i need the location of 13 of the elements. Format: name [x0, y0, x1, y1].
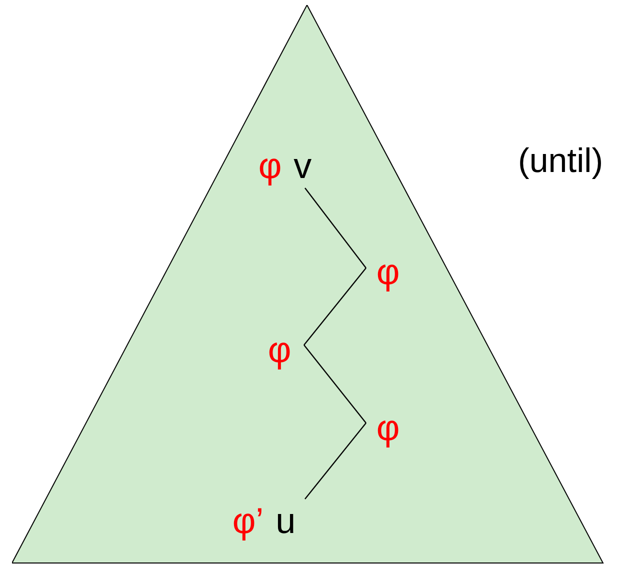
- annotation-text: (until): [518, 142, 604, 181]
- triangle-shape: [12, 5, 604, 564]
- connector-line: [304, 268, 366, 346]
- connector-line: [304, 422, 366, 500]
- connector-line: [304, 188, 366, 268]
- vertex-label: u: [276, 503, 296, 539]
- formula-symbol: φ: [258, 148, 282, 184]
- vertex-label: v: [294, 148, 312, 184]
- formula-symbol: φ: [268, 332, 292, 368]
- connector-line: [304, 344, 366, 424]
- formula-symbol: φ: [376, 254, 400, 290]
- formula-symbol: φ: [376, 410, 400, 446]
- formula-symbol: φ’: [232, 503, 264, 539]
